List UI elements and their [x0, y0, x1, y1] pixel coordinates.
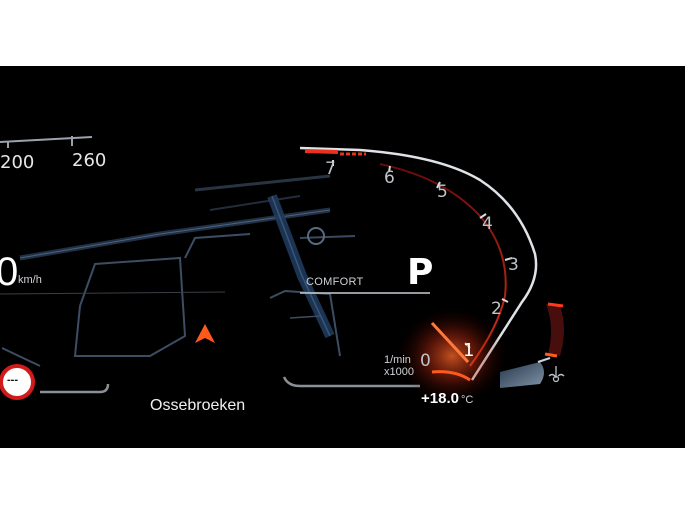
- instrument-cluster: 200 260 0 km/h COMFORT P 7 6 5 4 3 2 1 0…: [0, 66, 685, 448]
- speed-limit-sign-text: ---: [7, 374, 18, 386]
- coolant-temperature-icon: [548, 366, 565, 383]
- navigation-map: [1, 174, 356, 367]
- tachometer-tick-2: 2: [491, 299, 502, 319]
- speedometer-tick-200: 200: [0, 152, 35, 173]
- outside-temperature-value: +18.0: [421, 390, 459, 407]
- gear-indicator: P: [407, 252, 434, 293]
- speedometer-arc: [0, 136, 93, 143]
- tachometer-needle: [430, 321, 470, 364]
- tachometer-tick-6: 6: [384, 168, 395, 188]
- drive-mode-label: COMFORT: [306, 276, 364, 288]
- tachometer-tick-4: 4: [482, 214, 493, 234]
- tachometer-tick-7: 7: [325, 159, 336, 179]
- tachometer-tick-0: 0: [420, 351, 431, 371]
- tachometer-tick-3: 3: [508, 255, 519, 275]
- tachometer-tick-5: 5: [437, 182, 448, 202]
- navigation-arrow-icon: [195, 324, 215, 343]
- current-location: Ossebroeken: [150, 397, 246, 414]
- outside-temperature: +18.0°C: [421, 390, 473, 408]
- cluster-graphics: [0, 136, 565, 404]
- tachometer-tick-1: 1: [463, 340, 475, 361]
- tachometer-unit-rpm: 1/min: [384, 354, 411, 366]
- speed-value: 0: [0, 250, 19, 294]
- tachometer-unit-multiplier: x1000: [384, 366, 414, 378]
- fuel-gauge-icon: [500, 302, 564, 388]
- outside-temperature-unit: °C: [460, 394, 474, 406]
- speed-unit: km/h: [18, 274, 42, 286]
- speedometer-tick-260: 260: [72, 150, 107, 171]
- speed-limit-sign-icon: [0, 364, 35, 400]
- tachometer-arc: [299, 146, 538, 381]
